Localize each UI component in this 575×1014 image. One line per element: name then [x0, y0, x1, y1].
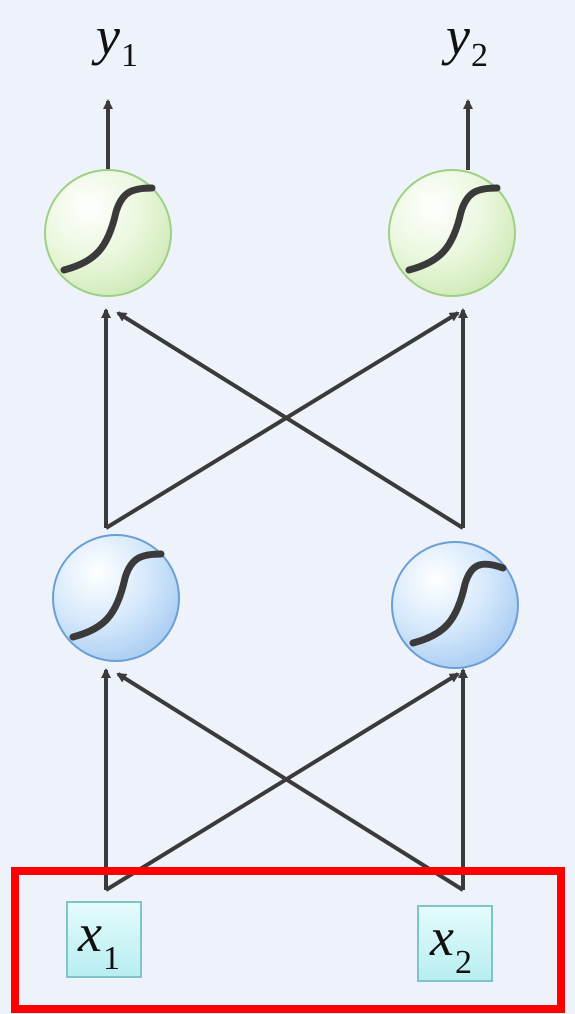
output-label-2: y2: [441, 6, 488, 74]
output-label-1: y1: [91, 6, 138, 74]
edge-i1-h2: [104, 672, 460, 892]
hidden-to-output-edges: [101, 308, 468, 530]
output-arrows: [103, 99, 473, 170]
input-label-1: x1: [77, 903, 120, 977]
edge-i2-h1: [116, 672, 465, 892]
sigmoid-icon: [409, 560, 507, 647]
output-node-1: [44, 169, 172, 297]
sigmoid-icon: [69, 550, 165, 641]
hidden-node-1: [52, 534, 180, 662]
input-layer-highlight: [11, 867, 565, 1013]
output-node-2: [388, 169, 516, 297]
input-label-2: x2: [429, 907, 472, 981]
input-to-hidden-edges: [101, 668, 468, 892]
edge-h2-o1: [116, 311, 465, 530]
sigmoid-icon: [405, 184, 501, 274]
hidden-node-2: [391, 541, 519, 669]
edge-h1-o2: [104, 311, 460, 530]
input-box-1: [66, 901, 142, 978]
input-box-2: [417, 905, 493, 982]
sigmoid-icon: [60, 184, 156, 274]
